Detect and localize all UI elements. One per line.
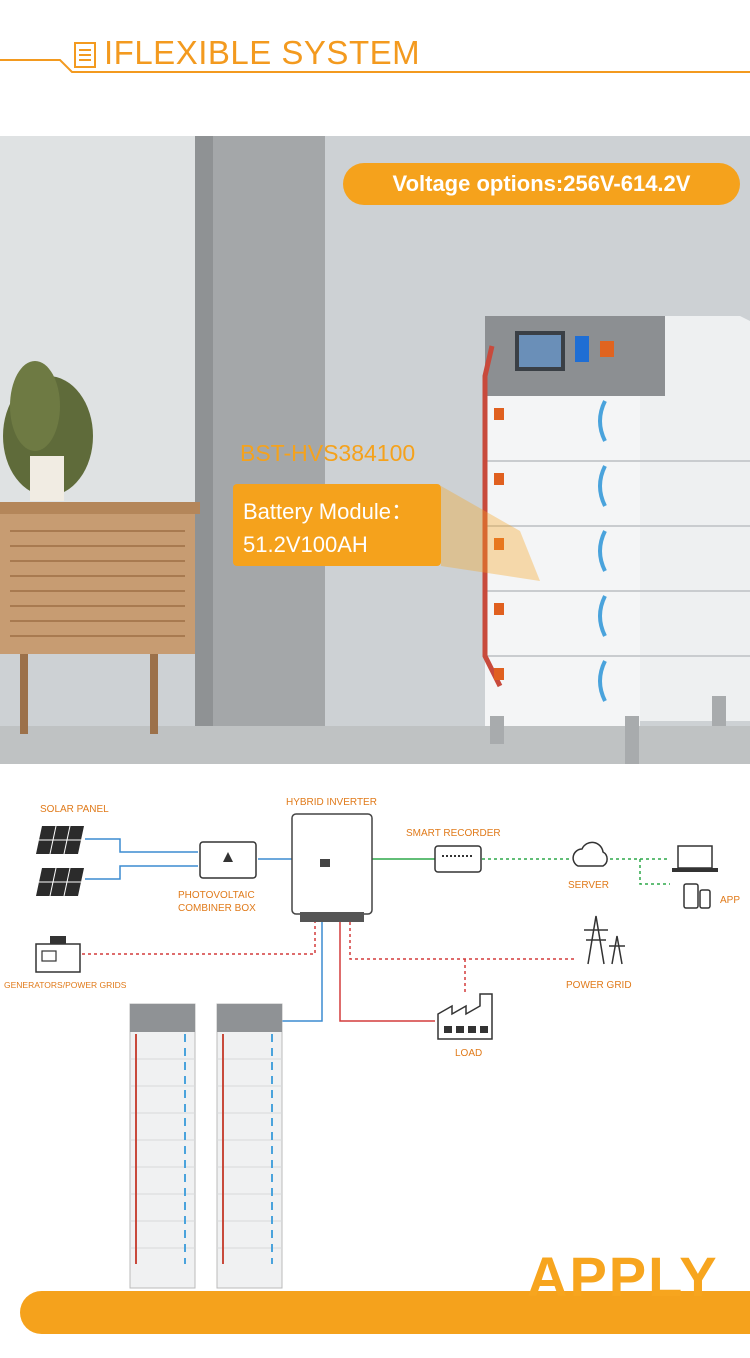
page-title: IFLEXIBLE SYSTEM xyxy=(104,34,421,71)
document-icon xyxy=(74,42,96,68)
battery-rack-icon xyxy=(482,316,750,764)
module-spec: 51.2V100AH xyxy=(243,532,368,557)
battery-module-callout: Battery Module： 51.2V100AH xyxy=(233,484,441,566)
solar-panel-icon xyxy=(36,826,84,896)
smart-recorder-label: SMART RECORDER xyxy=(406,828,501,839)
voltage-options-badge: Voltage options:256V-614.2V xyxy=(343,163,740,205)
header-underline xyxy=(0,59,750,73)
hybrid-inverter-label: HYBRID INVERTER xyxy=(286,797,377,808)
model-label: BST-HVS384100 xyxy=(240,440,416,466)
combiner-box-icon xyxy=(199,841,257,879)
power-grid-label: POWER GRID xyxy=(566,980,632,991)
combiner-box-label-line1: PHOTOVOLTAIC xyxy=(178,890,255,901)
laptop-icon xyxy=(672,845,718,872)
product-photo: Voltage options:256V-614.2V BST-HVS38410… xyxy=(0,136,750,764)
battery-rack-icon xyxy=(129,1003,283,1289)
generators-label: GENERATORS/POWER GRIDS xyxy=(4,980,127,990)
server-label: SERVER xyxy=(568,880,609,891)
room-scene-illustration xyxy=(0,136,750,764)
module-label: Battery Module： xyxy=(243,499,413,524)
phone-icon xyxy=(683,883,711,909)
factory-icon xyxy=(437,993,493,1040)
page-header: IFLEXIBLE SYSTEM xyxy=(0,0,750,136)
combiner-box-label-line2: COMBINER BOX xyxy=(178,903,256,914)
apply-bar xyxy=(20,1291,750,1334)
apply-heading: APPLY xyxy=(527,1245,719,1308)
cloud-icon xyxy=(572,841,608,867)
power-tower-icon xyxy=(584,915,625,965)
inverter-icon xyxy=(291,813,373,922)
app-label: APP xyxy=(720,895,741,906)
generator-icon xyxy=(35,936,81,973)
load-label: LOAD xyxy=(455,1048,483,1059)
system-diagram xyxy=(35,813,718,1289)
solar-panel-label: SOLAR PANEL xyxy=(40,804,109,815)
recorder-icon xyxy=(434,845,482,873)
